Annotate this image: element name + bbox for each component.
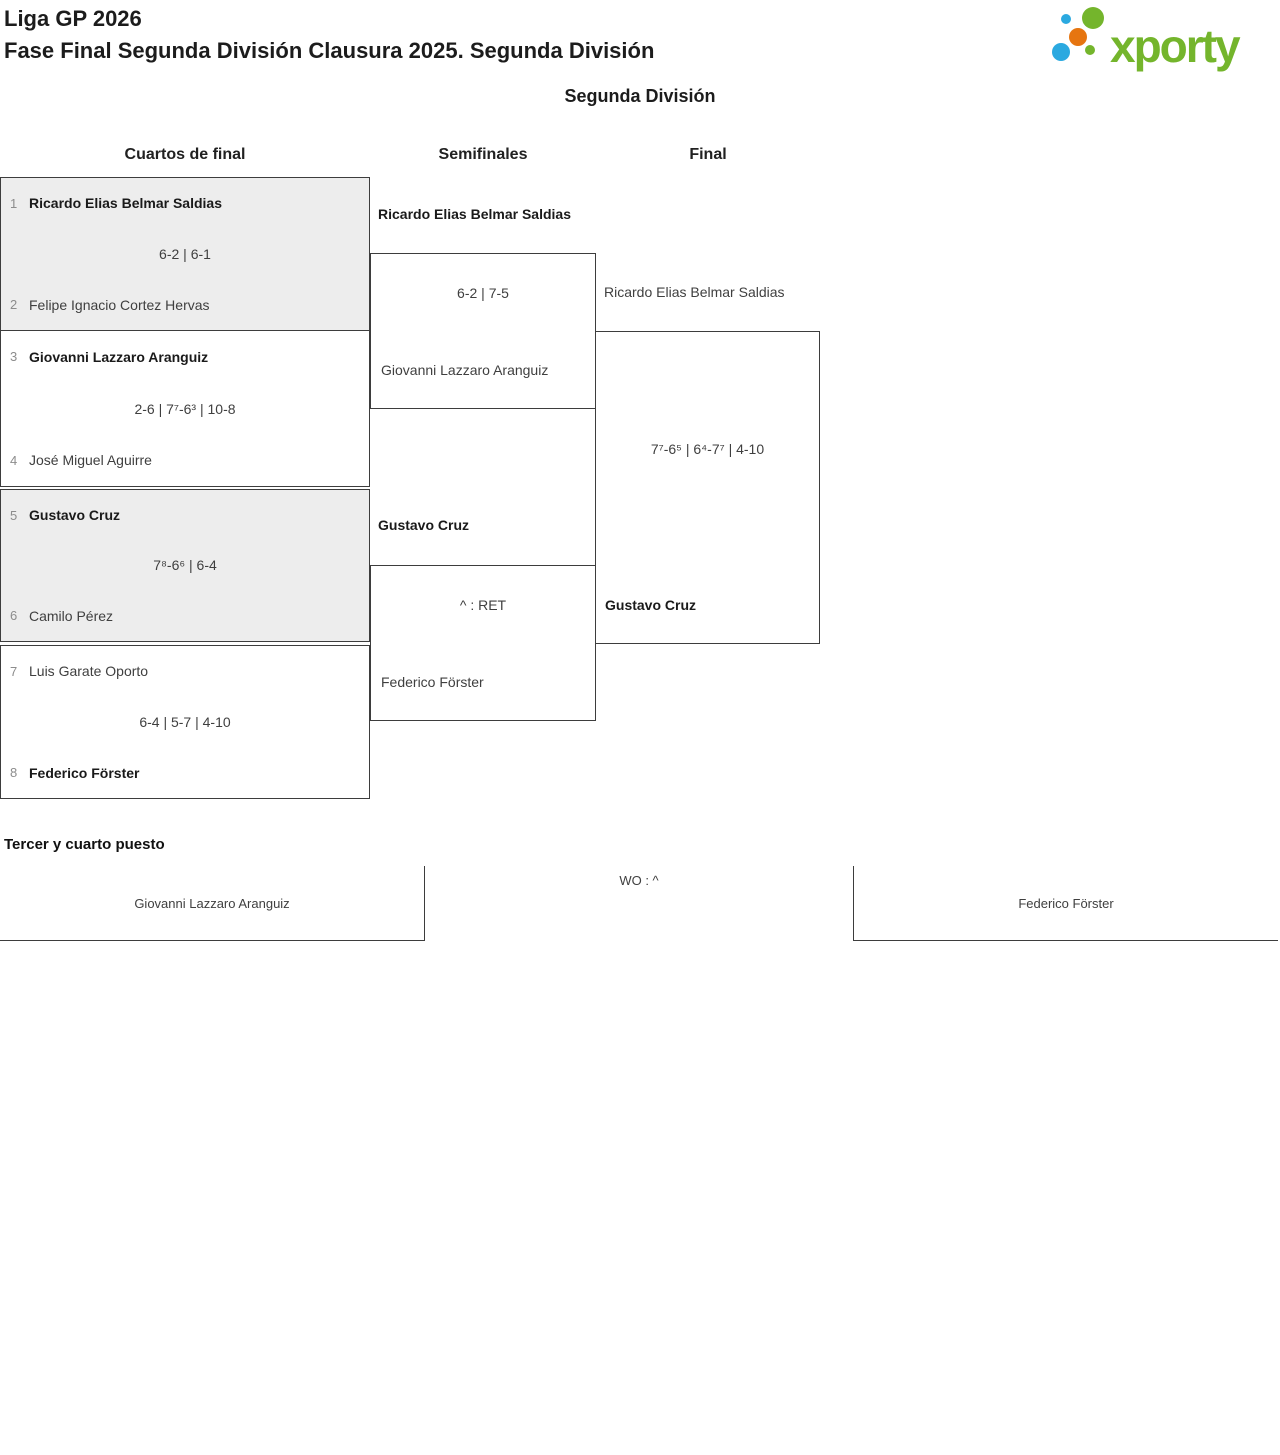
- player-name: Federico Förster: [1018, 895, 1114, 911]
- match-player-row: 6 Camilo Pérez: [1, 591, 369, 641]
- player-name: Giovanni Lazzaro Aranguiz: [29, 348, 209, 365]
- player-name: Felipe Ignacio Cortez Hervas: [29, 296, 210, 313]
- final-match[interactable]: 7⁷-6⁵ | 6⁴-7⁷ | 4-10 Gustavo Cruz: [595, 331, 820, 644]
- match-player-row: 2 Felipe Ignacio Cortez Hervas: [1, 279, 369, 330]
- semifinal-match-1[interactable]: 6-2 | 7-5 Giovanni Lazzaro Aranguiz: [370, 253, 596, 409]
- round-header-semifinals: Semifinales: [438, 146, 528, 163]
- third-place-heading: Tercer y cuarto puesto: [4, 836, 165, 853]
- match-score-row: 6-2 | 7-5: [371, 254, 595, 331]
- player-name: Gustavo Cruz: [29, 507, 121, 524]
- quarterfinal-match-2[interactable]: 3 Giovanni Lazzaro Aranguiz 2-6 | 7⁷-6³ …: [0, 330, 370, 487]
- semifinal-1-top-player: Ricardo Elias Belmar Saldias: [378, 206, 571, 222]
- xporty-wordmark: xporty: [1110, 20, 1241, 72]
- match-score: 7⁷-6⁵ | 6⁴-7⁷ | 4-10: [650, 441, 765, 457]
- match-score: 7⁸-6⁶ | 6-4: [153, 557, 217, 574]
- quarterfinal-match-4[interactable]: 7 Luis Garate Oporto 6-4 | 5-7 | 4-10 8 …: [0, 645, 370, 799]
- seed-number: 4: [10, 452, 18, 468]
- match-score-row: ^ : RET: [371, 566, 595, 643]
- seed-number: 3: [10, 349, 18, 365]
- round-header-quarterfinals: Cuartos de final: [124, 146, 246, 163]
- logo-dot-blue-medium-icon: [1052, 43, 1070, 61]
- semifinal-2-top-player: Gustavo Cruz: [378, 517, 470, 533]
- third-place-score: WO : ^: [619, 873, 659, 888]
- player-name: Federico Förster: [381, 673, 484, 690]
- round-header-final: Final: [689, 146, 727, 163]
- page-subtitle: Fase Final Segunda División Clausura 202…: [4, 38, 655, 63]
- match-score: 6-2 | 6-1: [159, 246, 211, 262]
- player-name: Ricardo Elias Belmar Saldias: [29, 195, 222, 212]
- match-score-row: 6-2 | 6-1: [1, 229, 369, 280]
- logo-dot-orange-icon: [1069, 28, 1087, 46]
- player-name: Giovanni Lazzaro Aranguiz: [134, 895, 290, 911]
- third-place-left-player-box[interactable]: Giovanni Lazzaro Aranguiz: [0, 866, 425, 941]
- match-score-row: 7⁸-6⁶ | 6-4: [1, 540, 369, 590]
- player-name: Luis Garate Oporto: [29, 663, 149, 680]
- final-top-player: Ricardo Elias Belmar Saldias: [604, 284, 785, 300]
- player-name: Camilo Pérez: [29, 607, 114, 624]
- match-player-row: 1 Ricardo Elias Belmar Saldias: [1, 178, 369, 229]
- seed-number: 5: [10, 507, 18, 523]
- logo-dot-green-large-icon: [1082, 7, 1104, 29]
- player-name: Giovanni Lazzaro Aranguiz: [381, 361, 549, 378]
- seed-number: 2: [10, 297, 18, 313]
- match-score: ^ : RET: [459, 596, 507, 613]
- logo-dot-green-small-icon: [1085, 45, 1095, 55]
- seed-number: 6: [10, 608, 18, 624]
- final-bottom-player: Gustavo Cruz: [605, 597, 697, 613]
- match-player-row: 4 José Miguel Aguirre: [1, 434, 369, 486]
- quarterfinal-match-3[interactable]: 5 Gustavo Cruz 7⁸-6⁶ | 6-4 6 Camilo Pére…: [0, 489, 370, 642]
- xporty-logo[interactable]: xporty: [1040, 5, 1275, 73]
- match-player-row: 8 Federico Förster: [1, 747, 369, 798]
- player-name: José Miguel Aguirre: [29, 452, 152, 469]
- match-score: 6-4 | 5-7 | 4-10: [139, 714, 231, 730]
- division-title: Segunda División: [564, 86, 716, 106]
- match-score: 6-2 | 7-5: [457, 284, 509, 301]
- page-title: Liga GP 2026: [4, 6, 142, 31]
- player-name: Federico Förster: [29, 764, 140, 781]
- seed-number: 8: [10, 765, 18, 781]
- match-player-row: Giovanni Lazzaro Aranguiz: [371, 331, 595, 408]
- match-player-row: 3 Giovanni Lazzaro Aranguiz: [1, 331, 369, 383]
- quarterfinal-match-1[interactable]: 1 Ricardo Elias Belmar Saldias 6-2 | 6-1…: [0, 177, 370, 331]
- match-score: 2-6 | 7⁷-6³ | 10-8: [134, 400, 236, 417]
- match-score-row: 2-6 | 7⁷-6³ | 10-8: [1, 383, 369, 435]
- semifinal-match-2[interactable]: ^ : RET Federico Förster: [370, 565, 596, 721]
- match-score-row: 6-4 | 5-7 | 4-10: [1, 697, 369, 748]
- seed-number: 7: [10, 663, 18, 679]
- match-player-row: 7 Luis Garate Oporto: [1, 646, 369, 697]
- seed-number: 1: [10, 195, 18, 211]
- third-place-right-player-box[interactable]: Federico Förster: [853, 866, 1278, 941]
- logo-dot-blue-small-icon: [1061, 14, 1071, 24]
- match-player-row: Federico Förster: [371, 643, 595, 720]
- match-player-row: 5 Gustavo Cruz: [1, 490, 369, 540]
